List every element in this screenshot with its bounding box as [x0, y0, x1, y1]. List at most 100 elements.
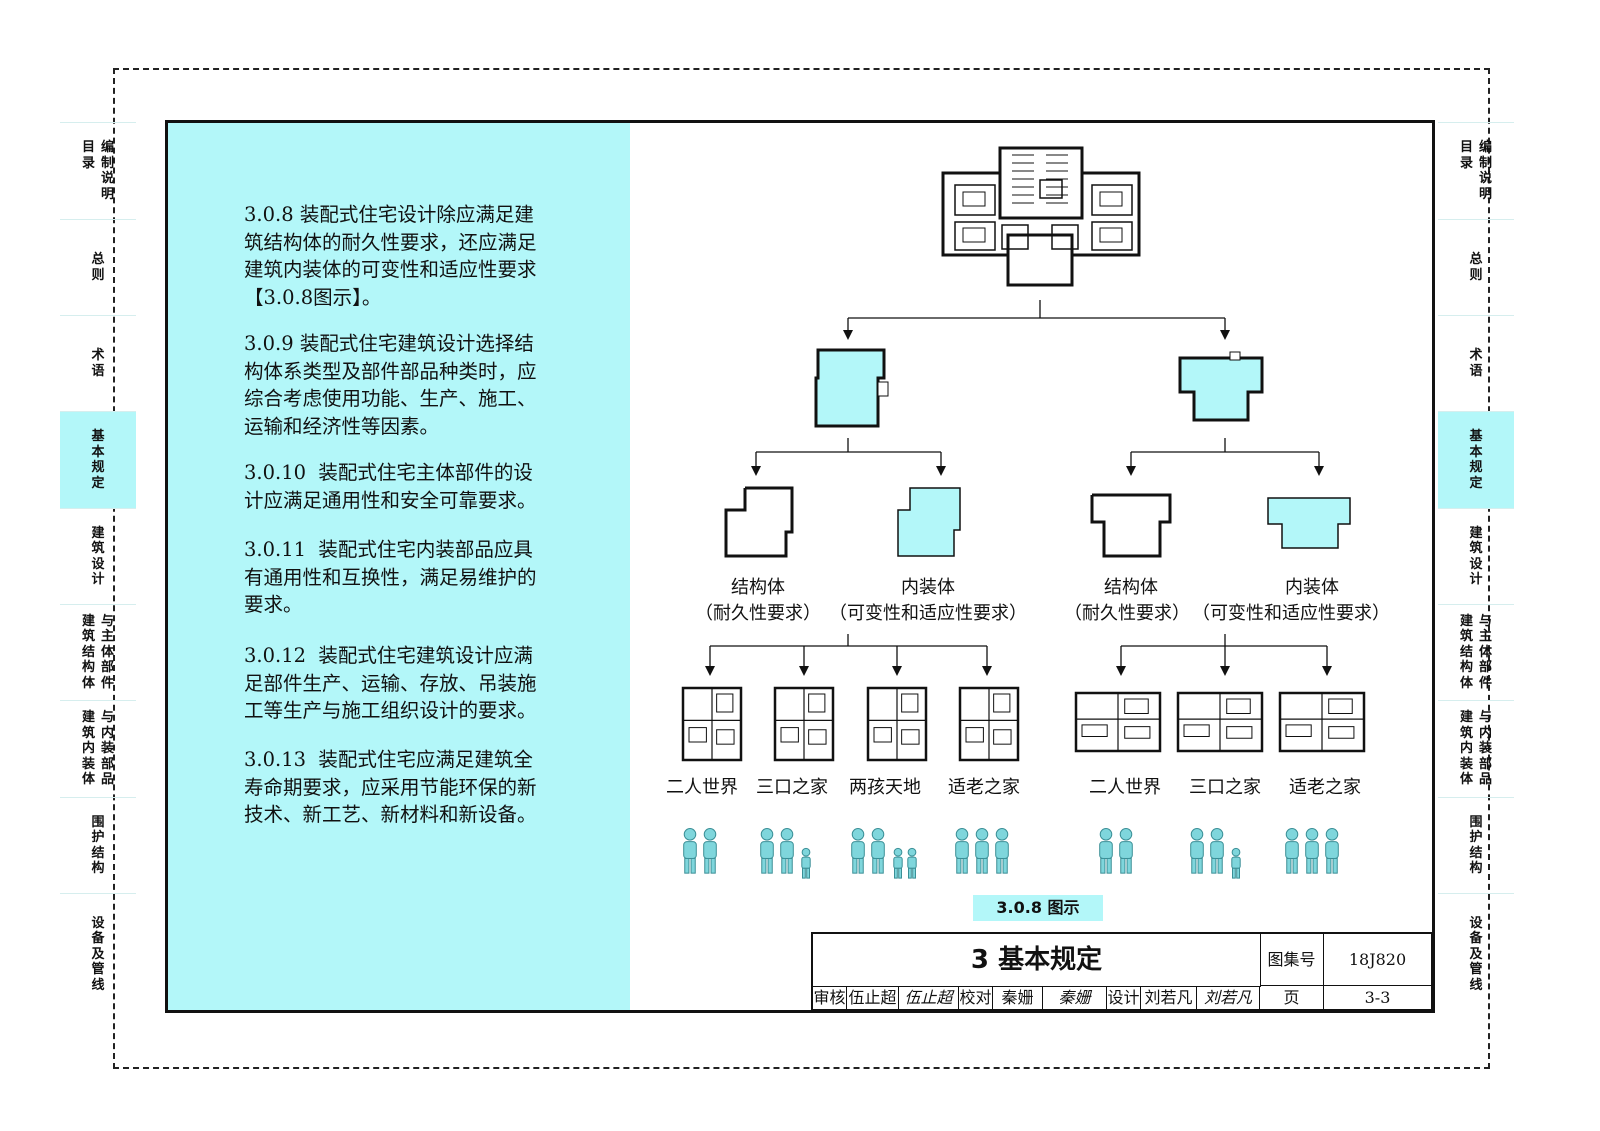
chapter-tab-2[interactable]: 总则	[1438, 219, 1514, 315]
structure-outline-right	[1090, 493, 1172, 558]
chapter-tab-6[interactable]: 与主体部件建筑结构体	[60, 604, 136, 700]
arrowhead	[799, 666, 809, 676]
chapter-tab-5[interactable]: 建筑设计	[60, 508, 136, 604]
arrowhead	[1126, 466, 1136, 476]
chapter-char: 内	[81, 741, 95, 757]
chapter-tab-7[interactable]: 与内装部品建筑内装体	[60, 700, 136, 797]
person-icon-child-body	[907, 856, 917, 869]
chapter-char: 部	[1479, 756, 1493, 772]
chapter-char: 总	[1469, 252, 1483, 267]
chapter-tab-text: 目录	[1460, 140, 1473, 202]
chapter-char: 筑	[81, 725, 95, 741]
chapter-char: 内	[1479, 725, 1493, 741]
kitchen-symbol	[901, 693, 919, 713]
chapter-char: 与	[1479, 613, 1493, 629]
chapter-tab-text: 建筑内装体	[1460, 710, 1473, 788]
arrowhead	[705, 666, 715, 676]
person-icon	[1285, 828, 1299, 841]
arrowhead	[1220, 330, 1230, 340]
chapter-char: 总	[91, 252, 105, 267]
arrowhead	[751, 466, 761, 476]
bed-symbol	[873, 727, 892, 743]
person-icon	[1099, 828, 1113, 841]
chapter-char: 基	[91, 429, 105, 444]
chapter-char: 设	[1469, 556, 1483, 572]
chapter-tab-1[interactable]: 编制说明目录	[60, 122, 136, 219]
unit-plan-right	[1178, 356, 1264, 422]
person-icon-leg	[1312, 857, 1318, 874]
kitchen-symbol	[1124, 698, 1149, 714]
room-partition	[954, 221, 996, 251]
person-icon-child-leg	[1232, 867, 1236, 879]
chapter-char: 护	[91, 830, 105, 845]
person-icon-child-leg	[908, 867, 912, 879]
chapter-tab-6[interactable]: 与主体部件建筑结构体	[1438, 604, 1514, 700]
chapter-tab-8[interactable]: 围护结构	[1438, 797, 1514, 893]
bed-symbol	[688, 727, 707, 743]
structure-outline-left	[724, 486, 794, 558]
bed-symbol	[965, 727, 984, 743]
label-infill-left: 内装体	[901, 577, 955, 598]
chapter-char: 及	[1469, 946, 1483, 962]
room-partition	[954, 184, 996, 216]
chapter-tab-3[interactable]: 术语	[1438, 315, 1514, 411]
chapter-char: 体	[81, 675, 95, 691]
chapter-char: 筑	[91, 541, 105, 556]
chapter-char: 编	[101, 140, 115, 155]
person-icon-child-leg	[806, 867, 811, 879]
chapter-char: 计	[1469, 572, 1483, 587]
clause-3-0-8: 3.0.8 装配式住宅设计除应满足建 筑结构体的耐久性要求，还应满足 建筑内装体…	[244, 203, 537, 309]
person-icon-leg	[1286, 857, 1292, 874]
person-icon-child	[907, 847, 917, 857]
chapter-tab-4[interactable]: 基本规定	[60, 411, 136, 508]
chapter-tab-7[interactable]: 与内装部品建筑内装体	[1438, 700, 1514, 797]
person-icon-leg	[1292, 857, 1298, 874]
chapter-tab-1[interactable]: 编制说明目录	[1438, 122, 1514, 219]
chapter-char: 目	[1459, 140, 1473, 155]
chapter-tab-text: 与内装部品	[1479, 710, 1492, 788]
chapter-tab-text: 建筑设计	[91, 526, 104, 588]
person-icon-leg	[996, 857, 1002, 874]
chapter-tab-5[interactable]: 建筑设计	[1438, 508, 1514, 604]
chapter-tab-8[interactable]: 围护结构	[60, 797, 136, 893]
chapter-char: 体	[81, 772, 95, 788]
kitchen-symbol	[993, 693, 1011, 713]
chapter-char: 结	[81, 644, 95, 660]
label-infill-right: 内装体	[1285, 577, 1339, 598]
person-icon-leg	[704, 857, 710, 874]
bed-symbol	[1124, 726, 1151, 739]
person-icon-leg	[1002, 857, 1008, 874]
person-icon-leg	[1197, 857, 1203, 874]
person-icon	[703, 828, 717, 841]
arrowhead	[1220, 666, 1230, 676]
chapter-char: 件	[101, 675, 115, 691]
kitchen-symbol	[1328, 698, 1353, 714]
person-icon-leg	[1332, 857, 1338, 874]
chapter-tab-9[interactable]: 设备及管线	[60, 893, 136, 1015]
chapter-char: 体	[101, 644, 115, 660]
person-icon-body	[1325, 841, 1339, 859]
chapter-char: 计	[91, 572, 105, 587]
label-structure-req-right: （耐久性要求）	[1064, 603, 1190, 624]
chapter-tab-9[interactable]: 设备及管线	[1438, 893, 1514, 1015]
chapter-tab-text: 建筑设计	[1469, 526, 1482, 588]
entry-door	[1229, 351, 1241, 361]
person-icon-body	[683, 841, 697, 859]
chapter-char: 录	[81, 155, 95, 171]
chapter-tab-text: 与主体部件	[101, 614, 114, 692]
arrowhead	[843, 330, 853, 340]
person-icon-leg	[710, 857, 716, 874]
person-icon	[1210, 828, 1224, 841]
kitchen-symbol	[716, 693, 734, 713]
chapter-tab-4[interactable]: 基本规定	[1438, 411, 1514, 508]
chapter-char: 备	[1469, 931, 1483, 947]
person-icon-child-body	[801, 856, 811, 869]
person-icon	[871, 828, 885, 841]
chapter-tab-3[interactable]: 术语	[60, 315, 136, 411]
chapter-tab-2[interactable]: 总则	[60, 219, 136, 315]
chapter-char: 结	[1459, 644, 1473, 660]
designer-signature: 刘若凡	[1197, 986, 1260, 1010]
clause-3-0-12: 3.0.12 装配式住宅建筑设计应满 足部件生产、运输、存放、吊装施 工等生产与…	[244, 644, 537, 722]
chapter-char: 明	[1479, 186, 1493, 202]
room-partition	[1091, 184, 1133, 216]
